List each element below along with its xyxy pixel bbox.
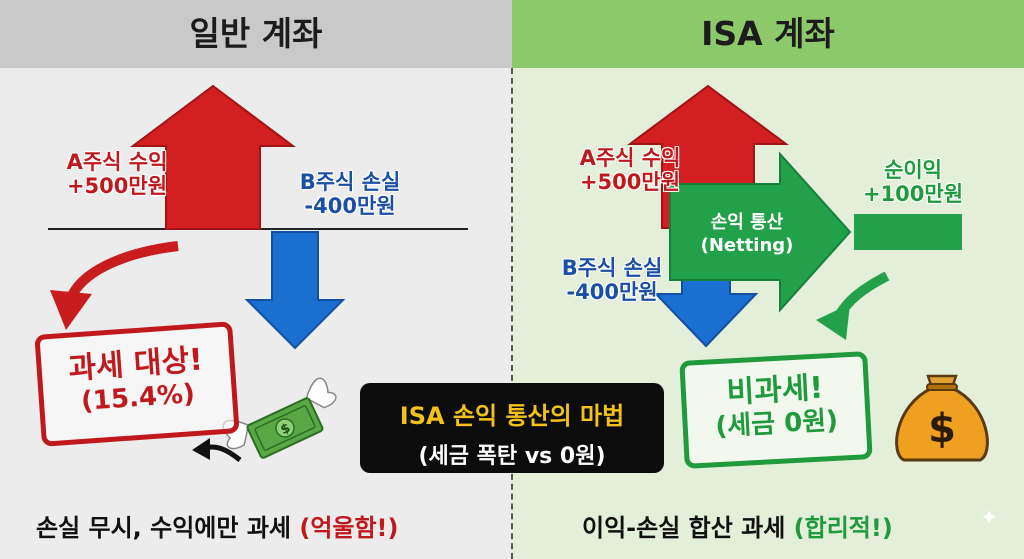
gain-arrow-up xyxy=(130,84,296,230)
svg-text:$: $ xyxy=(928,406,956,452)
left-caption-emphasis: (억울함!) xyxy=(299,514,399,542)
center-title: ISA 손익 통산의 마법 xyxy=(399,402,625,430)
taxable-stamp: 과세 대상! (15.4%) xyxy=(34,321,240,447)
panel-divider xyxy=(511,68,513,559)
right-gain-label: A주식 수익 +500만원 xyxy=(555,146,705,194)
left-caption: 손실 무시, 수익에만 과세 (억울함!) xyxy=(36,508,398,543)
left-caption-main: 손실 무시, 수익에만 과세 xyxy=(36,514,300,542)
left-loss-label: B주식 손실 -400만원 xyxy=(275,170,425,218)
general-account-title: 일반 계좌 xyxy=(189,14,323,53)
center-subtitle: (세금 폭탄 vs 0원) xyxy=(418,444,606,469)
netting-title: 손익 통산 xyxy=(710,212,784,233)
net-profit-title: 순이익 xyxy=(884,158,942,182)
left-gain-title: A주식 수익 xyxy=(66,150,168,174)
left-loss-amount: -400만원 xyxy=(304,194,396,219)
center-title-box: ISA 손익 통산의 마법 (세금 폭탄 vs 0원) xyxy=(360,383,664,473)
isa-account-header: ISA 계좌 xyxy=(512,0,1024,68)
tax-free-stamp: 비과세! (세금 0원) xyxy=(679,351,873,469)
right-graphics: $ xyxy=(626,84,989,462)
right-loss-label: B주식 손실 -400만원 xyxy=(537,256,687,304)
right-gain-title: A주식 수익 xyxy=(579,146,681,170)
sparkle-icon: ✦ xyxy=(980,506,999,531)
left-loss-title: B주식 손실 xyxy=(299,170,401,194)
right-caption-emphasis: (합리적!) xyxy=(793,514,893,542)
left-graphics: $ xyxy=(48,84,468,462)
isa-account-title: ISA 계좌 xyxy=(701,14,835,53)
curved-arrow-to-stamp xyxy=(65,241,179,303)
money-bag-icon: $ xyxy=(895,374,989,462)
general-account-header: 일반 계좌 xyxy=(0,0,512,68)
right-loss-title: B주식 손실 xyxy=(561,256,663,280)
right-caption: 이익-손실 합산 과세 (합리적!) xyxy=(582,508,893,543)
netting-subtitle: (Netting) xyxy=(700,234,794,256)
net-profit-label: 순이익 +100만원 xyxy=(838,158,988,206)
left-gain-amount: +500만원 xyxy=(66,174,168,199)
flying-money-icon: $ xyxy=(222,377,337,459)
right-loss-amount: -400만원 xyxy=(566,280,658,305)
net-profit-bar xyxy=(854,214,962,250)
netting-label: 손익 통산 (Netting) xyxy=(672,212,822,257)
loss-arrow-down xyxy=(244,231,346,350)
netting-arrow xyxy=(669,151,852,313)
right-caption-main: 이익-손실 합산 과세 xyxy=(582,514,794,542)
right-gain-amount: +500만원 xyxy=(579,170,681,195)
net-profit-amount: +100만원 xyxy=(862,182,964,207)
left-gain-label: A주식 수익 +500만원 xyxy=(42,150,192,198)
